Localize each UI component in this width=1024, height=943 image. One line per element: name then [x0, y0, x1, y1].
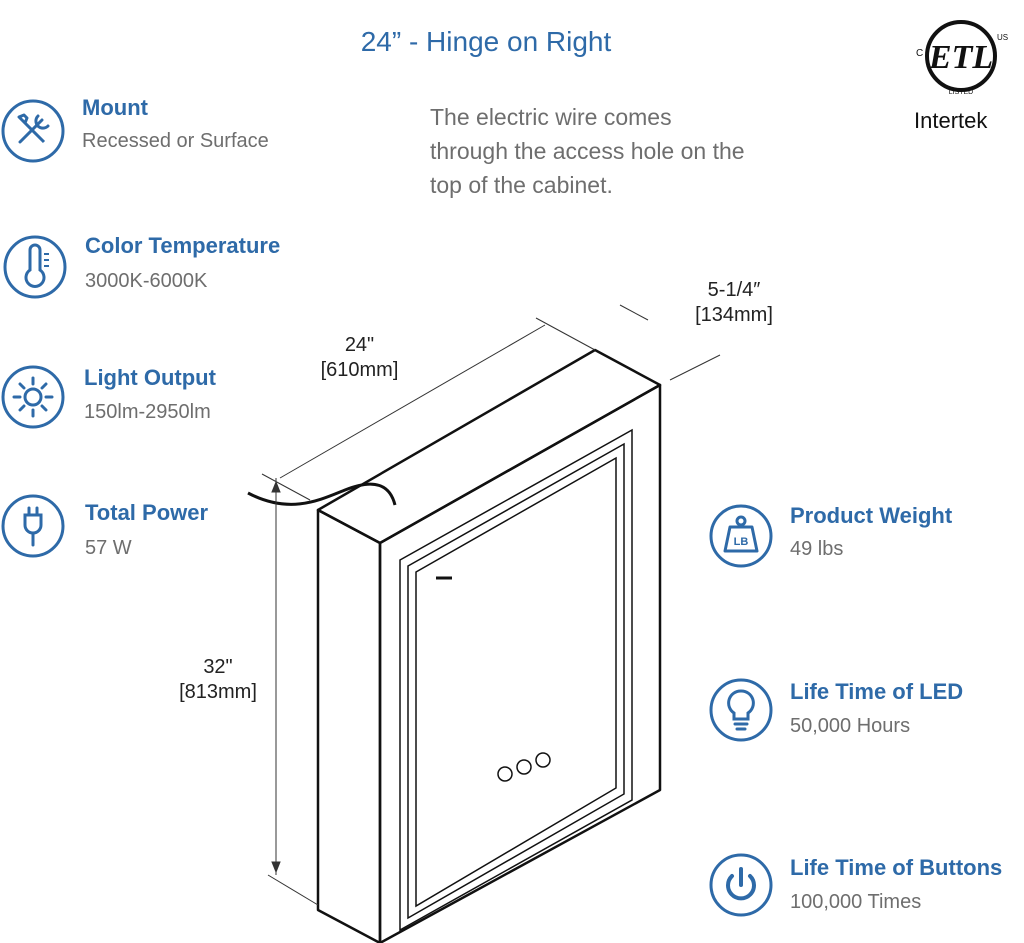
depth-label: 5-1/4″ [134mm]: [686, 278, 782, 328]
width-extension-left: [261, 473, 311, 501]
height-extension-bottom: [267, 874, 319, 906]
feature-title: Mount: [82, 95, 148, 120]
height-label: 32" [813mm]: [170, 655, 266, 705]
weight-icon-label: LB: [734, 536, 749, 548]
feature-title: Color Temperature: [85, 233, 281, 258]
width-extension-right: [535, 317, 596, 351]
etl-us-mark: US: [997, 33, 1008, 42]
mirror-frame-inner: [415, 456, 617, 908]
height-imperial: 32": [203, 656, 233, 678]
touch-button-icon: [535, 752, 551, 768]
feature-title: Life Time of Buttons: [790, 855, 1003, 880]
etl-logo-text: ETL: [928, 39, 993, 76]
power-icon: [708, 852, 774, 918]
feature-value: Recessed or Surface: [82, 130, 269, 152]
etl-listed-text: LISTED: [949, 89, 974, 96]
touch-button-icon: [497, 766, 513, 782]
etl-c-mark: C: [916, 48, 923, 59]
height-arrow-icon: [271, 861, 281, 874]
depth-extension-top: [619, 304, 649, 321]
page-title: 24” - Hinge on Right: [360, 26, 612, 57]
feature-title: Product Weight: [790, 503, 953, 528]
tools-icon: [0, 98, 66, 164]
width-imperial: 24": [344, 334, 375, 356]
weight-icon: LB: [708, 503, 774, 569]
feature-title: Light Output: [84, 365, 216, 390]
plug-icon: [0, 493, 66, 559]
width-dimension-line: [279, 324, 546, 479]
thermometer-icon: [2, 234, 68, 300]
feature-value: 3000K-6000K: [85, 270, 208, 292]
feature-value: 57 W: [85, 537, 132, 559]
cabinet-front-face: [378, 383, 662, 943]
feature-title: Total Power: [85, 500, 209, 525]
feature-value: 100,000 Times: [790, 891, 922, 913]
electric-wire: [247, 482, 397, 506]
cabinet-side-face: [316, 508, 382, 943]
width-metric: [610mm]: [320, 359, 399, 381]
touch-button-icon: [516, 759, 532, 775]
etl-logo-icon: ETL LISTED C US: [916, 20, 1008, 96]
intertek-label: Intertek: [914, 108, 988, 133]
height-arrow-icon: [271, 480, 281, 493]
bulb-icon: [708, 677, 774, 743]
wire-note: The electric wire comes through the acce…: [430, 104, 745, 198]
etl-logo: ETL LISTED C US: [912, 10, 1022, 110]
height-metric: [813mm]: [179, 681, 257, 703]
feature-title: Life Time of LED: [790, 679, 964, 704]
depth-imperial: 5-1/4″: [707, 279, 761, 301]
depth-metric: [134mm]: [695, 304, 773, 326]
feature-value: 50,000 Hours: [790, 715, 911, 737]
mirror-frame-outer: [399, 428, 633, 932]
width-label: 24" [610mm]: [312, 333, 407, 383]
feature-value: 150lm-2950lm: [84, 401, 211, 423]
sun-icon: [0, 364, 66, 430]
depth-extension-bottom: [669, 354, 721, 381]
mirror-frame-mid: [407, 442, 625, 920]
feature-value: 49 lbs: [790, 538, 844, 560]
